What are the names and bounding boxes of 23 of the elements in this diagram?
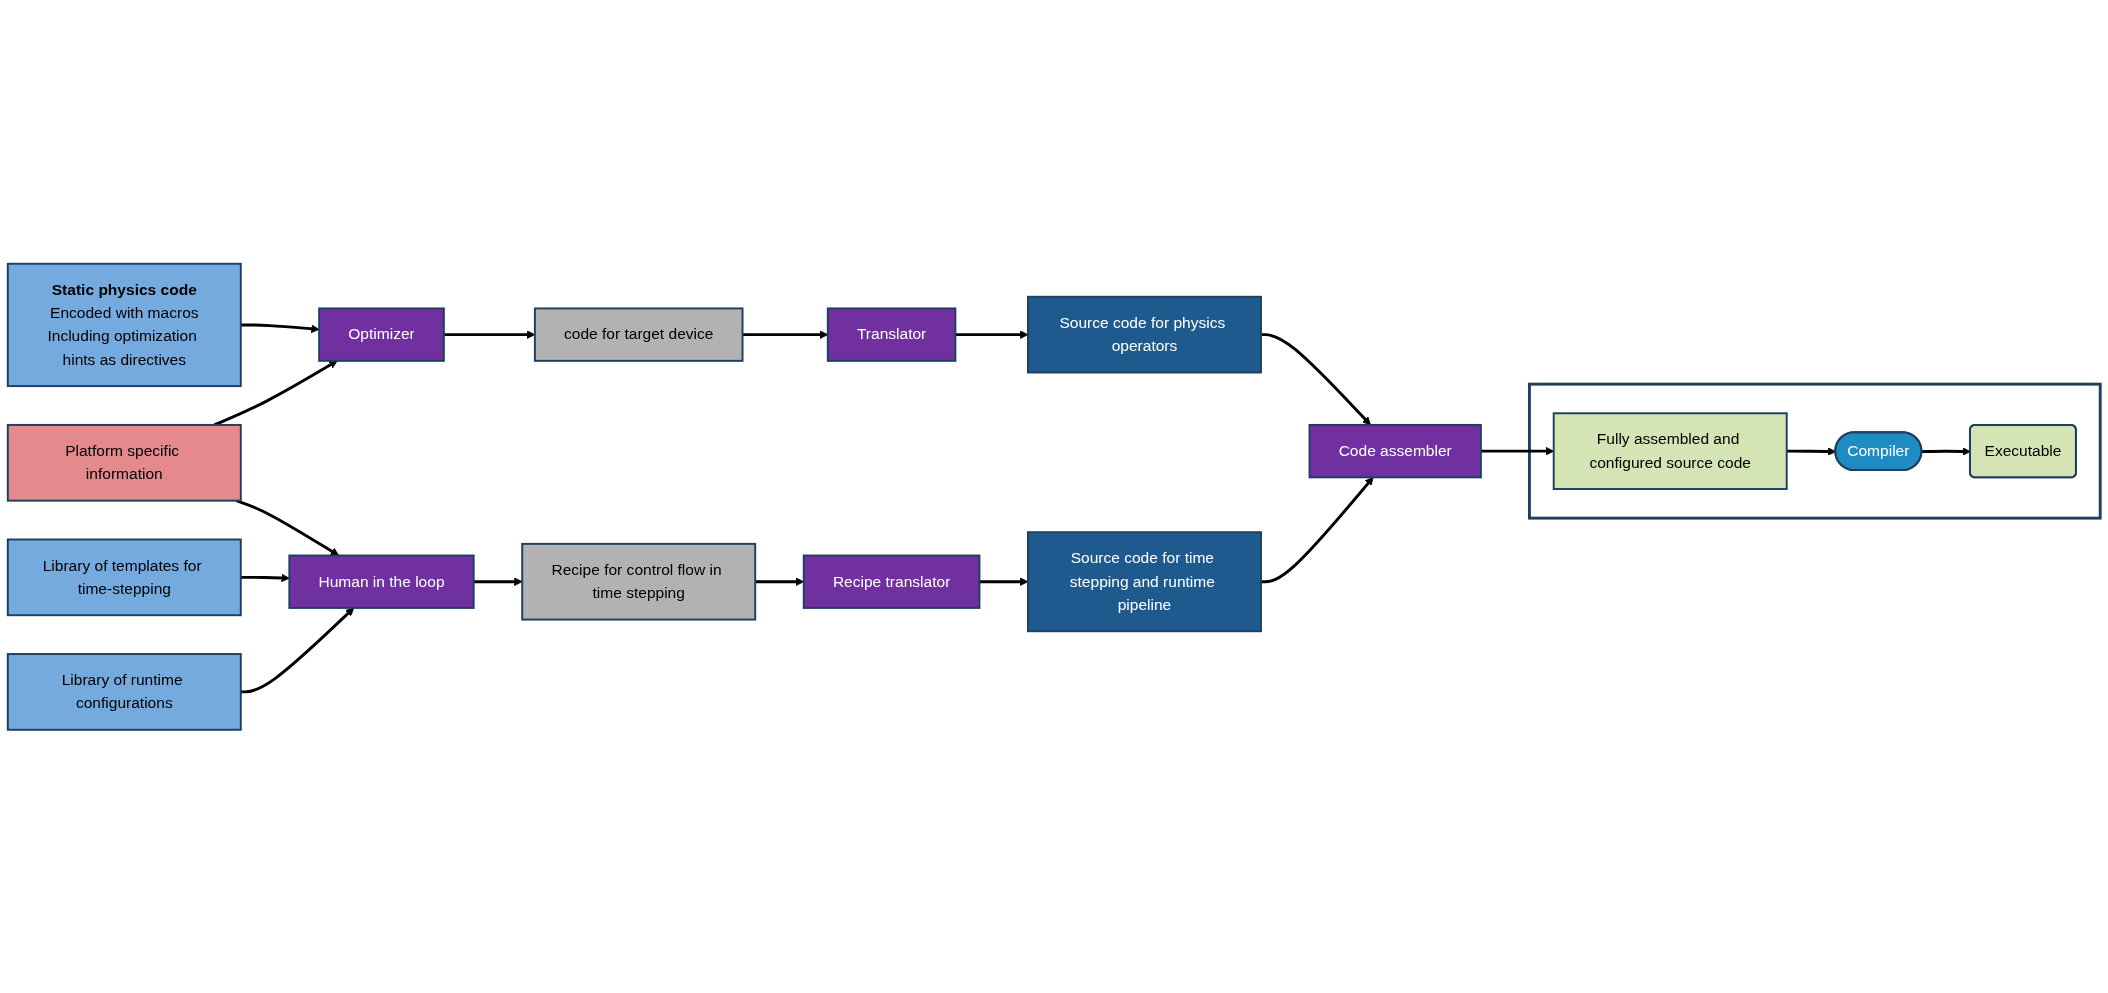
cluster bbox=[1527, 382, 2102, 520]
node-box: code for target device bbox=[533, 307, 744, 362]
node-box: Source code for physics operators bbox=[1027, 295, 1262, 374]
node-box: Human in the loop bbox=[288, 554, 475, 609]
arrow bbox=[235, 499, 340, 556]
arrow bbox=[1261, 476, 1374, 583]
node-box: Recipe translator bbox=[802, 554, 981, 609]
node-box: Code assembler bbox=[1308, 423, 1482, 479]
arrow bbox=[1261, 332, 1371, 426]
arrow bbox=[473, 577, 523, 586]
node-box: Static physics code Encoded with macros Including optimization hints as directives bbox=[6, 262, 242, 387]
node-box: Recipe for control flow in time stepping bbox=[521, 542, 757, 621]
node-box: Platform specific information bbox=[6, 423, 242, 502]
arrow bbox=[240, 573, 290, 582]
node-box: Translator bbox=[826, 307, 957, 362]
node-box: Library of templates for time-stepping bbox=[6, 538, 242, 616]
node-box: Fully assembled and configured source code bbox=[1552, 412, 1788, 490]
arrow bbox=[240, 323, 320, 333]
node-box: Library of runtime configurations bbox=[6, 652, 242, 731]
arrow bbox=[240, 607, 355, 694]
node-box: Optimizer bbox=[318, 307, 445, 362]
node-box: Source code for time stepping and runtime pipeline bbox=[1027, 530, 1262, 632]
arrow bbox=[213, 360, 338, 426]
